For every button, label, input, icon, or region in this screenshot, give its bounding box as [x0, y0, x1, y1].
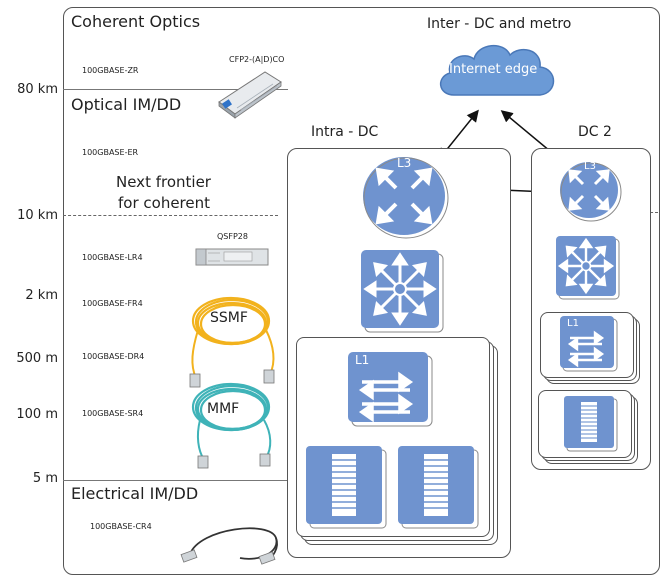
next-frontier-line1: Next frontier [116, 173, 211, 191]
mmf-fiber-icon [191, 382, 272, 469]
standard-lr4: 100GBASE-LR4 [82, 253, 143, 262]
internet-edge-label: Internet edge [449, 62, 538, 77]
distance-2km: 2 km [25, 288, 58, 303]
distance-5m: 5 m [32, 471, 58, 486]
intra-dc-title: Intra - DC [311, 124, 379, 140]
separator-5m [63, 480, 288, 481]
distance-500m: 500 m [16, 351, 58, 366]
server-intra-left-icon [306, 446, 387, 529]
cfp2-label: CFP2-(A|D)CO [229, 55, 285, 64]
ssmf-label: SSMF [210, 310, 248, 326]
standard-cr4: 100GBASE-CR4 [90, 522, 152, 531]
coherent-optics-title: Coherent Optics [71, 12, 201, 31]
next-frontier-line2: for coherent [118, 194, 211, 212]
cfp2-module-icon [218, 71, 282, 119]
spine-switch-dc2-icon [556, 236, 620, 300]
l3-router-intra-icon [361, 155, 449, 239]
distance-80km: 80 km [17, 82, 58, 97]
qsfp28-label: QSFP28 [217, 232, 248, 241]
l3-label-intra: L3 [397, 156, 412, 170]
distance-100m: 100 m [16, 407, 58, 422]
standard-dr4: 100GBASE-DR4 [82, 352, 145, 361]
server-dc2-icon [564, 396, 618, 452]
distance-10km: 10 km [17, 208, 58, 223]
server-intra-right-icon [398, 446, 479, 529]
standard-fr4: 100GBASE-FR4 [82, 299, 143, 308]
standard-sr4: 100GBASE-SR4 [82, 409, 144, 418]
internet-edge-cloud-icon [440, 45, 555, 96]
leaf-switch-dc2-icon [560, 316, 618, 372]
l1-label-intra: L1 [355, 353, 370, 367]
ssmf-fiber-icon [189, 296, 275, 388]
cr4-cable-icon [180, 527, 278, 565]
separator-80km [63, 89, 288, 90]
electrical-imdd-title: Electrical IM/DD [71, 484, 199, 503]
l1-label-dc2: L1 [567, 318, 579, 329]
qsfp28-module-icon [195, 248, 269, 266]
diagram-frame [63, 7, 660, 575]
l3-router-dc2-icon [558, 160, 622, 222]
dc2-title: DC 2 [578, 124, 612, 140]
dashed-line-10km-left [63, 215, 278, 216]
inter-dc-title: Inter - DC and metro [427, 16, 572, 32]
spine-switch-intra-icon [361, 250, 444, 333]
mmf-label: MMF [207, 401, 240, 417]
standard-er: 100GBASE-ER [82, 148, 139, 157]
optical-imdd-title: Optical IM/DD [71, 95, 182, 114]
leaf-switch-intra-icon [348, 352, 433, 427]
l3-label-dc2: L3 [584, 161, 596, 172]
standard-zr: 100GBASE-ZR [82, 66, 139, 75]
